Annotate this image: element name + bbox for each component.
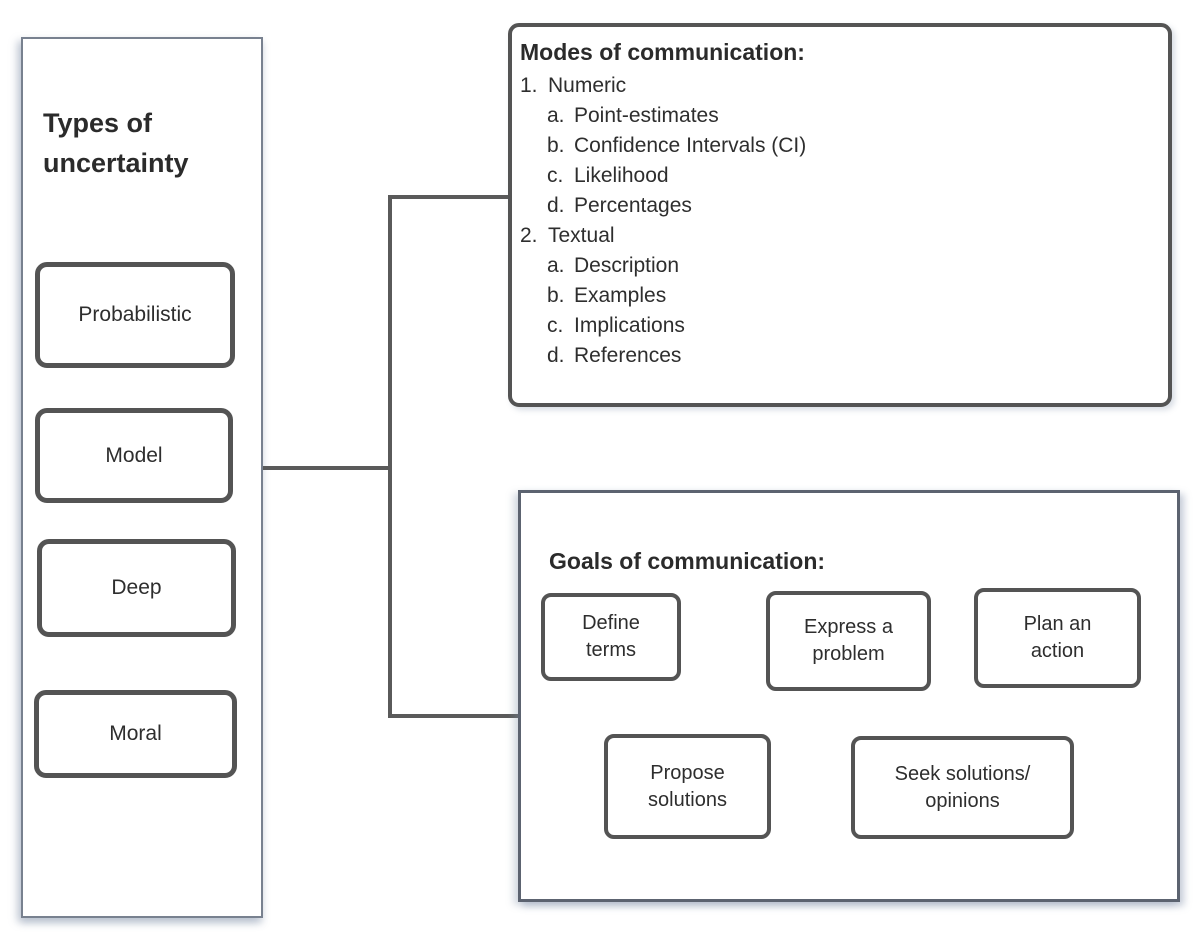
type-box-label: Deep <box>111 576 162 599</box>
type-box-model: Model <box>35 408 233 503</box>
list-label: Confidence Intervals (CI) <box>574 134 807 157</box>
mode-item-textual: 2. Textual <box>520 221 1158 251</box>
types-panel-title: Types of uncertainty <box>43 108 189 179</box>
list-marker: c. <box>547 164 564 187</box>
list-marker: a. <box>547 104 565 127</box>
mode-item-description: a. Description <box>520 251 1158 281</box>
list-marker: b. <box>547 134 565 157</box>
list-label: Textual <box>548 224 615 247</box>
type-box-label: Model <box>105 443 163 467</box>
type-box-probabilistic: Probabilistic <box>35 262 235 368</box>
connector-to-goals-panel <box>392 714 520 718</box>
types-of-uncertainty-panel: Types of uncertainty Probabilistic Model… <box>21 37 263 918</box>
connector-from-types-panel <box>263 466 392 470</box>
goal-box-seek-solutions-opinions: Seek solutions/ opinions <box>851 736 1074 839</box>
mode-item-point-estimates: a. Point-estimates <box>520 101 1158 131</box>
list-label: Examples <box>574 284 667 307</box>
mode-item-percentages: d. Percentages <box>520 191 1158 221</box>
mode-item-references: d. References <box>520 341 1158 371</box>
goal-box-plan-an-action: Plan an action <box>974 588 1141 688</box>
modes-panel-content: Modes of communication: 1. Numeric a. Po… <box>512 27 1168 371</box>
mode-item-confidence-intervals: b. Confidence Intervals (CI) <box>520 131 1158 161</box>
modes-of-communication-panel: Modes of communication: 1. Numeric a. Po… <box>508 23 1172 407</box>
goals-panel-title: Goals of communication: <box>549 548 826 574</box>
mode-item-likelihood: c. Likelihood <box>520 161 1158 191</box>
list-label: Numeric <box>548 74 627 97</box>
list-label: Likelihood <box>574 164 669 187</box>
mode-item-examples: b. Examples <box>520 281 1158 311</box>
list-marker: b. <box>547 284 565 307</box>
goals-of-communication-panel: Goals of communication: Define terms Exp… <box>518 490 1180 902</box>
list-marker: 2. <box>520 224 538 247</box>
goal-box-propose-solutions: Propose solutions <box>604 734 771 839</box>
list-marker: d. <box>547 344 565 367</box>
type-box-label: Moral <box>109 722 162 745</box>
list-label: Point-estimates <box>574 104 719 127</box>
list-marker: 1. <box>520 74 538 97</box>
type-box-moral: Moral <box>34 690 237 778</box>
type-box-label: Probabilistic <box>78 303 192 326</box>
type-box-deep: Deep <box>37 539 236 637</box>
list-label: References <box>574 344 682 367</box>
list-label: Percentages <box>574 194 692 217</box>
goal-box-express-a-problem: Express a problem <box>766 591 931 691</box>
connector-vertical-trunk <box>388 195 392 718</box>
list-marker: c. <box>547 314 564 337</box>
goal-box-define-terms: Define terms <box>541 593 681 681</box>
list-label: Description <box>574 254 680 277</box>
mode-item-numeric: 1. Numeric <box>520 71 1158 101</box>
list-marker: a. <box>547 254 565 277</box>
modes-panel-title: Modes of communication: <box>520 39 805 65</box>
mode-item-implications: c. Implications <box>520 311 1158 341</box>
list-label: Implications <box>574 314 685 337</box>
connector-to-modes-panel <box>392 195 508 199</box>
list-marker: d. <box>547 194 565 217</box>
